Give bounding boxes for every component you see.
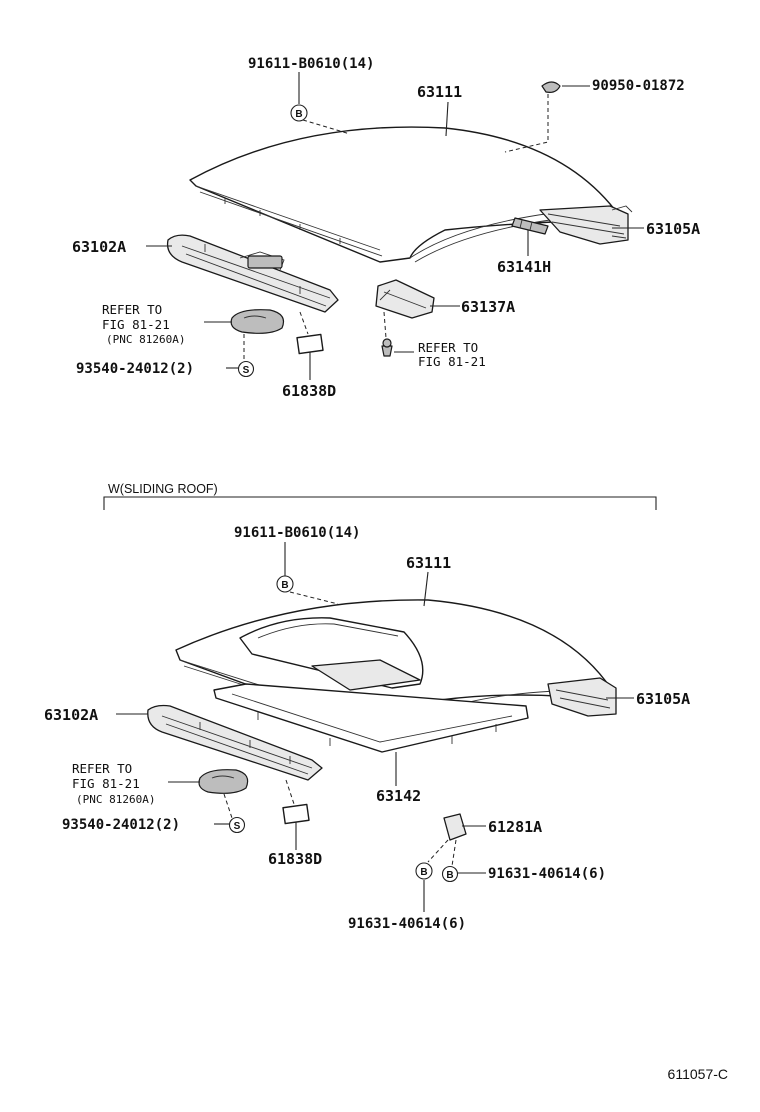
refer-a-line2: FIG 81-21 xyxy=(102,317,170,332)
front-rail-lower-illustration xyxy=(147,704,323,781)
leader-roof-lower xyxy=(423,571,429,607)
refer-pnc-lower: (PNC 81260A) xyxy=(76,793,155,806)
symbol-b-text-right: B xyxy=(446,870,453,881)
symbol-b-text: B xyxy=(295,109,302,120)
leader-clip-dash-b xyxy=(451,839,457,867)
symbol-s-text: S xyxy=(243,365,250,376)
refer-a-line1: REFER TO xyxy=(102,302,162,317)
refer-b-line1: REFER TO xyxy=(418,340,478,355)
front-rail-illustration xyxy=(166,234,339,313)
symbol-b-text-lower: B xyxy=(281,580,288,591)
label-rear-rail[interactable]: 63105A xyxy=(646,220,700,238)
label-front-rail-lower[interactable]: 63102A xyxy=(44,706,98,724)
rear-rail-lower-illustration xyxy=(547,677,617,717)
upper-assembly: B S 91611-B0610(14) 63111 90950-01872 63… xyxy=(72,56,700,400)
label-pad[interactable]: 61838D xyxy=(282,382,336,400)
refer-line2-lower: FIG 81-21 xyxy=(72,776,140,791)
symbol-b-circle-right: B xyxy=(441,865,459,883)
pad-lower-illustration xyxy=(282,803,310,825)
plug-illustration xyxy=(541,81,561,93)
roof-bow-illustration xyxy=(511,217,549,235)
label-clip[interactable]: 61281A xyxy=(488,818,542,836)
label-roof-bow[interactable]: 63141H xyxy=(497,258,551,276)
rear-rail-illustration xyxy=(539,205,633,245)
visor-holder-lower-illustration xyxy=(198,769,249,794)
leader-clip-dash-a xyxy=(427,839,449,863)
symbol-b-circle-lower: B xyxy=(276,575,294,593)
label-roof-panel-lower[interactable]: 63111 xyxy=(406,554,451,572)
clip-illustration xyxy=(443,813,467,841)
lower-assembly: W(SLIDING ROOF) xyxy=(44,482,690,932)
refer-line1-lower: REFER TO xyxy=(72,761,132,776)
bracket-illustration xyxy=(375,279,435,319)
label-roof-panel[interactable]: 63111 xyxy=(417,83,462,101)
leader-pad-lower-dash xyxy=(285,779,295,805)
label-screw-s-lower[interactable]: 93540-24012(2) xyxy=(62,817,180,833)
leader-roof xyxy=(445,101,449,137)
symbol-s-circle: S xyxy=(237,360,255,378)
leader-visor-lower-dash xyxy=(223,793,233,819)
label-bolt-b[interactable]: 91611-B0610(14) xyxy=(248,56,374,72)
label-pad-lower[interactable]: 61838D xyxy=(268,850,322,868)
label-rear-rail-lower[interactable]: 63105A xyxy=(636,690,690,708)
symbol-b-text-bottom: B xyxy=(420,867,427,878)
label-bolt-bottom[interactable]: 91631-40614(6) xyxy=(348,916,466,932)
roof-panel-illustration xyxy=(189,126,616,263)
label-screw-s[interactable]: 93540-24012(2) xyxy=(76,361,194,377)
leader-plug-dash xyxy=(504,94,549,153)
screw-illustration xyxy=(381,338,393,357)
section-bracket-line xyxy=(103,496,657,510)
leader-pad-dash xyxy=(299,311,309,335)
symbol-b-circle: B xyxy=(290,104,308,122)
label-plug[interactable]: 90950-01872 xyxy=(592,78,685,94)
symbol-s-circle-lower: S xyxy=(228,816,246,834)
diagram-code: 611057-C xyxy=(668,1066,728,1082)
leader-bolt-dash xyxy=(302,119,351,135)
section-label: W(SLIDING ROOF) xyxy=(108,482,218,496)
symbol-b-circle-bottom: B xyxy=(415,862,433,880)
symbol-s-text-lower: S xyxy=(234,821,241,832)
label-front-rail[interactable]: 63102A xyxy=(72,238,126,256)
leader-bracket-screw xyxy=(383,311,387,339)
label-bolt-b-lower[interactable]: 91611-B0610(14) xyxy=(234,525,360,541)
reinforcement-illustration xyxy=(213,683,529,753)
refer-a-pnc: (PNC 81260A) xyxy=(106,333,185,346)
visor-holder-illustration xyxy=(230,309,285,334)
refer-b-line2: FIG 81-21 xyxy=(418,354,486,369)
label-bracket[interactable]: 63137A xyxy=(461,298,515,316)
label-reinforcement[interactable]: 63142 xyxy=(376,787,421,805)
label-bolt-right[interactable]: 91631-40614(6) xyxy=(488,866,606,882)
leader-bolt-lower-dash xyxy=(289,591,339,605)
pad-illustration xyxy=(296,333,324,355)
